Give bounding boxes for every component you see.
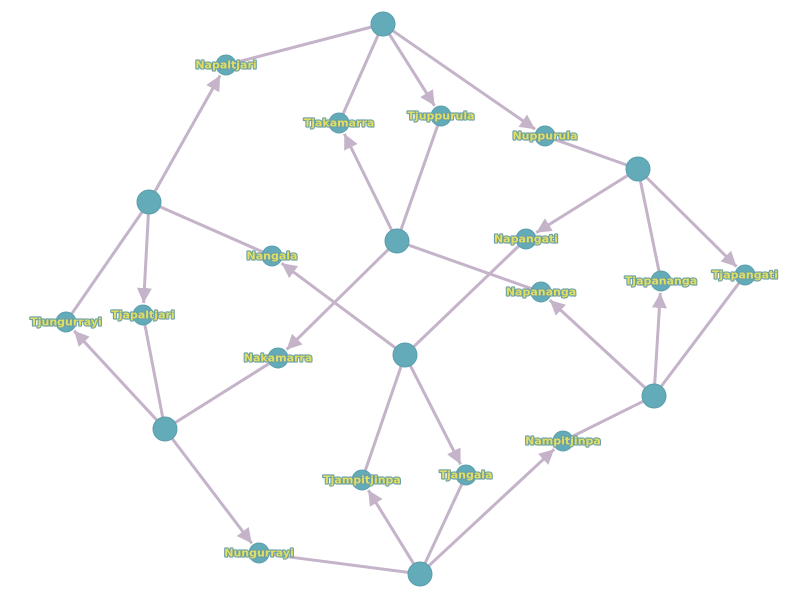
node-nakamarra[interactable]: Nakamarra bbox=[243, 347, 313, 369]
edge-h3-tjakamarra bbox=[342, 133, 394, 231]
node-circle[interactable] bbox=[215, 54, 237, 76]
node-nampitjinpa[interactable]: Nampitjinpa bbox=[524, 430, 602, 452]
node-label: Tjakamarra bbox=[304, 117, 375, 130]
node-circle[interactable] bbox=[734, 264, 756, 286]
node-h5[interactable] bbox=[392, 342, 418, 368]
edge-h2-tjapaltjari bbox=[136, 213, 152, 304]
node-h7[interactable] bbox=[152, 416, 178, 442]
edge-h7-tjungurrayi bbox=[72, 329, 159, 422]
node-label: Tjapaltjari bbox=[111, 309, 174, 322]
edge-h3-napananga bbox=[407, 243, 533, 291]
edge-h4-nuppurula bbox=[553, 137, 628, 167]
node-tjakamarra[interactable]: Tjakamarra bbox=[303, 112, 375, 134]
edge-h2-tjungurrayi bbox=[70, 211, 144, 315]
node-circle[interactable] bbox=[136, 189, 162, 215]
edge-h3-nakamarra bbox=[285, 248, 390, 351]
edge-h2-nangala bbox=[159, 205, 264, 254]
node-circle[interactable] bbox=[55, 311, 77, 333]
node-h4[interactable] bbox=[625, 156, 651, 182]
node-circle[interactable] bbox=[132, 304, 154, 326]
node-label: Nakamarra bbox=[244, 352, 313, 365]
node-napananga[interactable]: Napananga bbox=[505, 281, 577, 303]
edge-h5-tjangala bbox=[409, 365, 462, 465]
edge-h8-nungurrayi bbox=[268, 552, 409, 574]
node-circle[interactable] bbox=[515, 228, 537, 250]
node-circle[interactable] bbox=[267, 347, 289, 369]
edge-h4-tjapananga bbox=[638, 180, 661, 272]
edge-h8-nampitjinpa bbox=[427, 448, 556, 567]
node-label: Napaltjari bbox=[195, 59, 256, 72]
edge-h4-napangati bbox=[535, 174, 629, 234]
node-label: Nangala bbox=[247, 250, 298, 263]
edge-h6-napananga bbox=[548, 298, 647, 390]
node-h1[interactable] bbox=[370, 11, 396, 37]
edge-h3-tjuppurula bbox=[399, 124, 440, 231]
node-circle[interactable] bbox=[625, 156, 651, 182]
node-circle[interactable] bbox=[261, 245, 283, 267]
node-tjuppurula[interactable]: Tjuppurula bbox=[406, 105, 476, 127]
node-label: Tjapananga bbox=[625, 275, 697, 288]
node-circle[interactable] bbox=[407, 561, 433, 587]
node-label: Nungurrayi bbox=[224, 547, 293, 560]
node-label: Tjangala bbox=[439, 469, 492, 482]
edge-h6-tjapangati bbox=[660, 282, 741, 388]
node-nungurrayi[interactable]: Nungurrayi bbox=[223, 542, 295, 564]
node-h6[interactable] bbox=[641, 383, 667, 409]
edge-h4-tjapangati bbox=[645, 176, 738, 268]
node-label: Nampitjinpa bbox=[525, 435, 601, 448]
node-label: Napananga bbox=[506, 286, 576, 299]
node-circle[interactable] bbox=[384, 228, 410, 254]
node-tjungurrayi[interactable]: Tjungurrayi bbox=[29, 311, 103, 333]
node-tjangala[interactable]: Tjangala bbox=[438, 464, 494, 486]
edge-h7-nungurrayi bbox=[171, 437, 253, 545]
node-circle[interactable] bbox=[152, 416, 178, 442]
edge-h8-tjangala bbox=[423, 483, 464, 564]
node-label: Tjungurrayi bbox=[30, 316, 102, 329]
node-napangati[interactable]: Napangati bbox=[493, 228, 559, 250]
node-circle[interactable] bbox=[328, 112, 350, 134]
edge-h5-tjampitjinpa bbox=[363, 365, 403, 471]
node-nangala[interactable]: Nangala bbox=[245, 245, 299, 267]
node-h3[interactable] bbox=[384, 228, 410, 254]
node-label: Napangati bbox=[494, 233, 558, 246]
edge-h5-nangala bbox=[280, 261, 397, 350]
node-label: Tjapangati bbox=[712, 269, 778, 282]
node-circle[interactable] bbox=[530, 281, 552, 303]
node-circle[interactable] bbox=[370, 11, 396, 37]
node-circle[interactable] bbox=[641, 383, 667, 409]
node-circle[interactable] bbox=[351, 469, 373, 491]
edge-h1-nuppurula bbox=[392, 29, 536, 131]
node-tjapaltjari[interactable]: Tjapaltjari bbox=[110, 304, 176, 326]
edges-layer bbox=[70, 25, 741, 574]
edge-h2-napaltjari bbox=[153, 74, 222, 193]
node-tjapangati[interactable]: Tjapangati bbox=[711, 264, 779, 286]
node-circle[interactable] bbox=[534, 125, 556, 147]
node-circle[interactable] bbox=[430, 105, 452, 127]
edge-h1-napaltjari bbox=[235, 25, 372, 64]
node-h2[interactable] bbox=[136, 189, 162, 215]
edge-h5-napangati bbox=[412, 244, 520, 348]
edge-h7-nakamarra bbox=[174, 362, 271, 424]
node-label: Tjampitjinpa bbox=[323, 474, 401, 487]
edge-h1-tjuppurula bbox=[388, 33, 436, 107]
edge-h6-tjapananga bbox=[651, 292, 667, 385]
node-label: Nuppurula bbox=[512, 130, 577, 143]
node-circle[interactable] bbox=[455, 464, 477, 486]
node-circle[interactable] bbox=[552, 430, 574, 452]
node-napaltjari[interactable]: Napaltjari bbox=[194, 54, 258, 76]
edge-h6-nampitjinpa bbox=[571, 399, 644, 438]
edge-h1-tjakamarra bbox=[341, 34, 380, 115]
node-nuppurula[interactable]: Nuppurula bbox=[511, 125, 579, 147]
edge-h7-tjapaltjari bbox=[143, 324, 165, 418]
node-h8[interactable] bbox=[407, 561, 433, 587]
node-circle[interactable] bbox=[650, 270, 672, 292]
node-label: Tjuppurula bbox=[407, 110, 474, 123]
node-tjampitjinpa[interactable]: Tjampitjinpa bbox=[322, 469, 402, 491]
node-circle[interactable] bbox=[392, 342, 418, 368]
node-tjapananga[interactable]: Tjapananga bbox=[624, 270, 698, 292]
edge-h8-tjampitjinpa bbox=[367, 489, 415, 565]
node-circle[interactable] bbox=[248, 542, 270, 564]
